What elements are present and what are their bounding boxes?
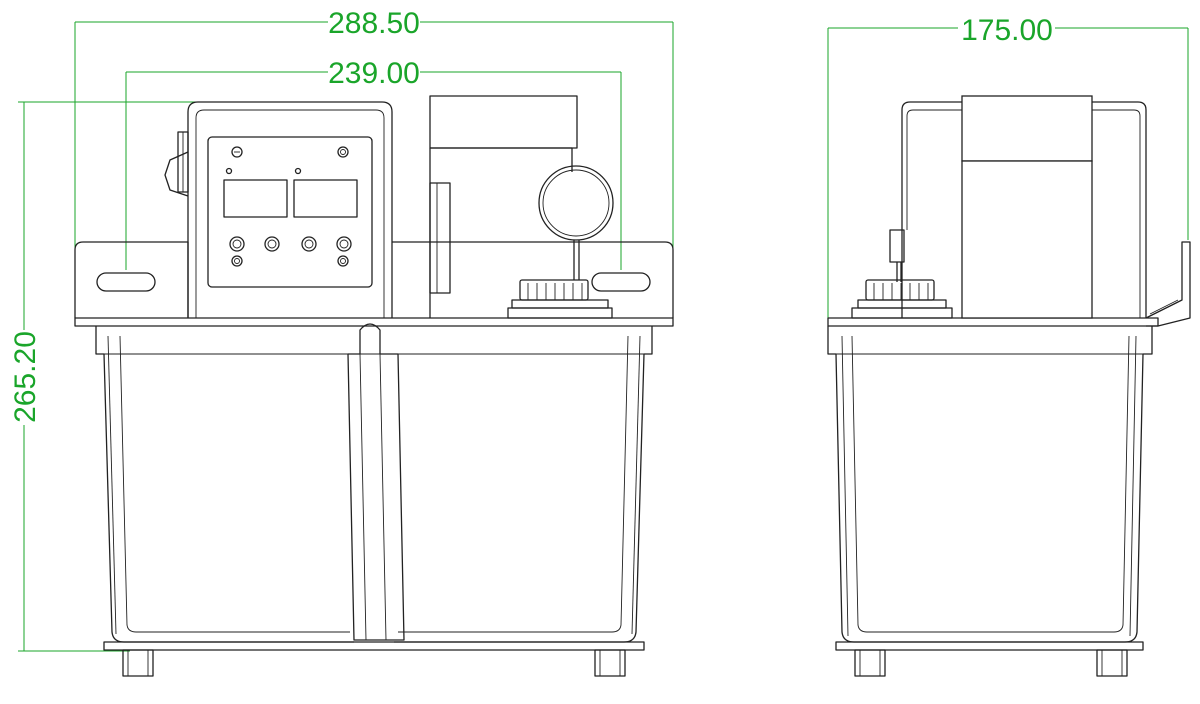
front-motor-block <box>429 95 578 318</box>
panel-screw-icon <box>231 146 243 158</box>
dimension-label-front-height: 265.20 <box>9 331 42 423</box>
panel-screw-icon <box>337 255 349 267</box>
dimension-label-front-width: 288.50 <box>328 7 420 40</box>
panel-button-icon <box>264 236 280 252</box>
right-display-window <box>293 179 358 218</box>
side-left-foot <box>854 649 886 677</box>
front-right-mounting-slot <box>591 272 651 292</box>
side-tank <box>827 326 1153 651</box>
panel-screw-icon <box>231 255 243 267</box>
front-base-plate <box>74 241 674 318</box>
front-base-plate-edge <box>74 317 674 327</box>
pressure-gauge-icon <box>538 165 614 241</box>
front-filler-cap <box>507 279 613 319</box>
front-view <box>74 95 674 677</box>
panel-button-icon <box>301 236 317 252</box>
side-base-plate <box>827 317 1159 327</box>
side-motor <box>961 95 1093 319</box>
indicator-led-icon <box>294 167 302 175</box>
dimension-label-side-width: 175.00 <box>961 14 1053 47</box>
panel-button-icon <box>336 236 352 252</box>
panel-button-row <box>229 236 352 252</box>
left-display-window <box>223 179 288 218</box>
side-filler-cap <box>851 279 953 319</box>
front-left-foot <box>122 649 154 677</box>
front-left-mounting-slot <box>96 272 156 292</box>
dimension-lines <box>18 21 1189 652</box>
front-side-connector <box>164 131 189 197</box>
dimension-label-slot-spacing: 239.00 <box>328 57 420 90</box>
side-rear-bracket <box>1145 241 1191 327</box>
front-tank <box>95 323 653 651</box>
front-control-housing <box>187 101 393 318</box>
front-right-foot <box>594 649 626 677</box>
indicator-led-icon <box>225 167 233 175</box>
side-view <box>827 95 1191 677</box>
panel-screw-icon <box>337 146 349 158</box>
front-control-panel <box>223 146 358 267</box>
panel-button-icon <box>229 236 245 252</box>
side-right-foot <box>1096 649 1128 677</box>
side-pipe-fitting <box>889 229 905 282</box>
front-pressure-gauge <box>538 165 614 280</box>
